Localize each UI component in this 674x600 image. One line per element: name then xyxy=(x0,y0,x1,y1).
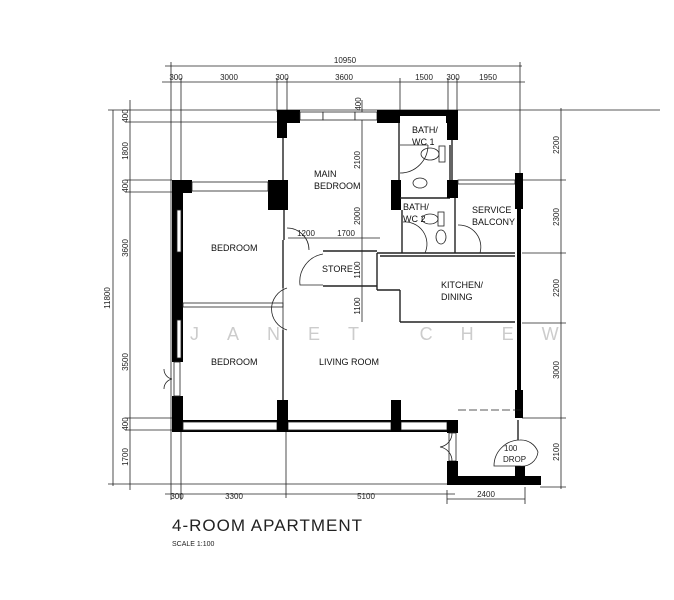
dim-bottom-drop: 2400 xyxy=(477,490,495,499)
dimension-lines xyxy=(108,62,660,504)
dim-right: 2200 xyxy=(552,136,561,154)
watermark: JANET CHEW xyxy=(190,324,587,344)
dim-inner: 2000 xyxy=(353,207,362,225)
dim-right: 2100 xyxy=(552,443,561,461)
dim-right: 2200 xyxy=(552,279,561,297)
dim-bottom: 300 xyxy=(170,492,184,501)
dim-top: 3600 xyxy=(335,73,353,82)
dim-top: 300 xyxy=(446,73,460,82)
label-bath-1: WC 1 xyxy=(412,137,435,147)
room-labels: MAIN BEDROOM BATH/ WC 1 BATH/ WC 2 SERVI… xyxy=(211,125,526,464)
dim-inner: 1700 xyxy=(337,229,355,238)
dim-left: 3600 xyxy=(121,239,130,257)
label-main-bedroom: MAIN xyxy=(314,169,337,179)
dim-top: 1500 xyxy=(415,73,433,82)
label-bedroom: BEDROOM xyxy=(211,357,258,367)
label-service-balcony: BALCONY xyxy=(472,217,515,227)
dim-left: 400 xyxy=(121,417,130,431)
label-drop: DROP xyxy=(503,455,526,464)
dim-inner: 1100 xyxy=(353,261,362,279)
plan-scale: SCALE 1:100 xyxy=(172,541,215,548)
dim-right: 2300 xyxy=(552,208,561,226)
dim-left: 1800 xyxy=(121,142,130,160)
label-main-bedroom: BEDROOM xyxy=(314,181,361,191)
label-bath-2: BATH/ xyxy=(403,202,429,212)
dim-left: 400 xyxy=(121,109,130,123)
dim-top: 1950 xyxy=(479,73,497,82)
label-bath-2: WC 2 xyxy=(403,214,426,224)
label-service-balcony: SERVICE xyxy=(472,205,511,215)
dim-left: 1700 xyxy=(121,448,130,466)
dim-window: 400 xyxy=(354,97,363,111)
label-living-room: LIVING ROOM xyxy=(319,357,379,367)
dim-inner: 2100 xyxy=(353,151,362,169)
dim-top: 300 xyxy=(275,73,289,82)
walls xyxy=(163,110,541,485)
dim-bottom: 3300 xyxy=(225,492,243,501)
label-bath-1: BATH/ xyxy=(412,125,438,135)
dim-inner: 1100 xyxy=(353,297,362,315)
dim-bottom: 5100 xyxy=(357,492,375,501)
label-store: STORE xyxy=(322,264,353,274)
label-drop: 100 xyxy=(504,444,518,453)
label-kitchen: KITCHEN/ xyxy=(441,280,484,290)
dim-top: 300 xyxy=(169,73,183,82)
dim-left-total: 11800 xyxy=(103,287,112,309)
dim-top-total: 10950 xyxy=(334,56,357,65)
dim-left: 400 xyxy=(121,179,130,193)
label-kitchen: DINING xyxy=(441,292,473,302)
plan-title: 4-ROOM APARTMENT xyxy=(172,516,363,535)
dim-left: 3500 xyxy=(121,353,130,371)
dim-right: 3000 xyxy=(552,361,561,379)
dim-inner: 1200 xyxy=(297,229,315,238)
label-bedroom: BEDROOM xyxy=(211,243,258,253)
dim-top: 3000 xyxy=(220,73,238,82)
